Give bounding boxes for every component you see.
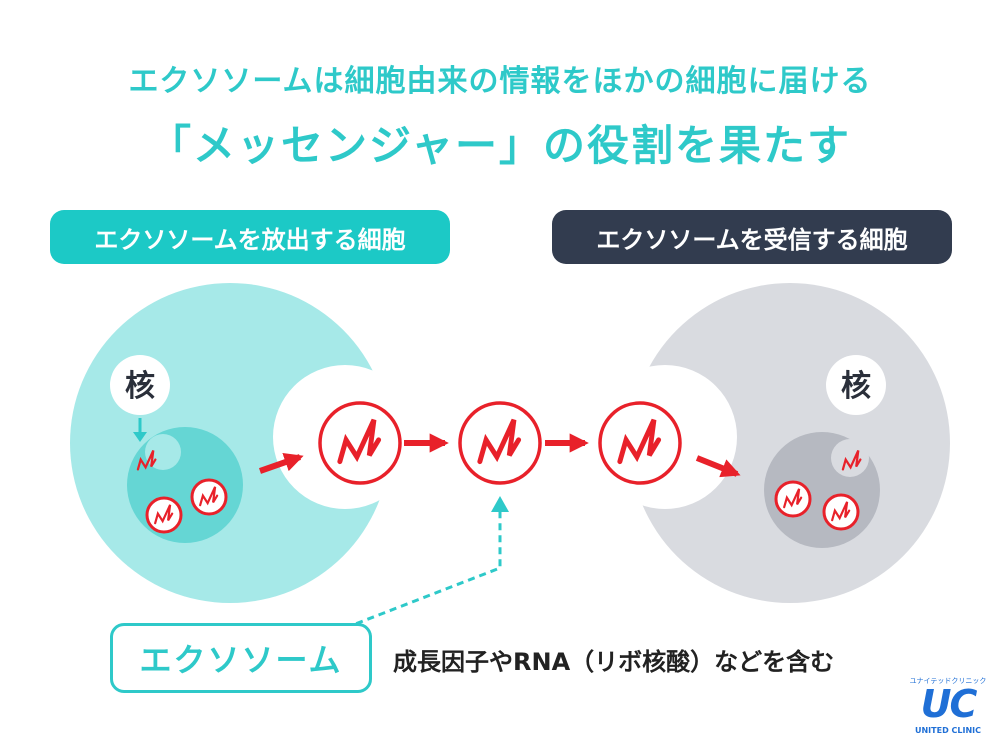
exosome-label: エクソソーム [110,623,372,693]
exosome-pointer-head [491,496,509,512]
nucleus-arrow-head [133,432,147,442]
sender-nucleus-badge [110,355,170,415]
arrow-uptake [695,455,741,478]
receiver-nucleus-label: 核 [841,369,871,404]
sender-exosome-1 [145,496,183,534]
receiver-nucleus-badge [826,355,886,415]
travelling-exosome-2 [458,401,542,485]
united-clinic-logo: ユナイテッドクリニック UC UNITED CLINIC [908,676,988,738]
exosome-pointer-line [344,512,502,630]
title-line-1: エクソソームは細胞由来の情報をほかの細胞に届ける [128,64,872,99]
title-line-2: 「メッセンジャー」の役割を果たす [149,121,851,170]
receiver-exosome-2 [822,493,860,531]
sender-nucleus-label: 核 [125,369,155,404]
exosome-contents-note: 成長因子やRNA（リボ核酸）などを含む [393,648,835,676]
sender-cell-core [127,427,243,543]
receiver-core-notch [831,439,869,477]
sender-exosome-2 [190,478,228,516]
sender-cell-label: エクソソームを放出する細胞 [50,210,450,264]
logo-kana: ユナイテッドクリニック [909,677,987,685]
receiver-exosome-1 [774,480,812,518]
logo-mark: UC [920,682,978,726]
arrow-release [259,453,304,474]
receiver-cell-label: エクソソームを受信する細胞 [552,210,952,264]
travelling-exosome-3 [598,401,682,485]
logo-name: UNITED CLINIC [914,726,981,735]
travelling-exosome-1 [318,401,402,485]
